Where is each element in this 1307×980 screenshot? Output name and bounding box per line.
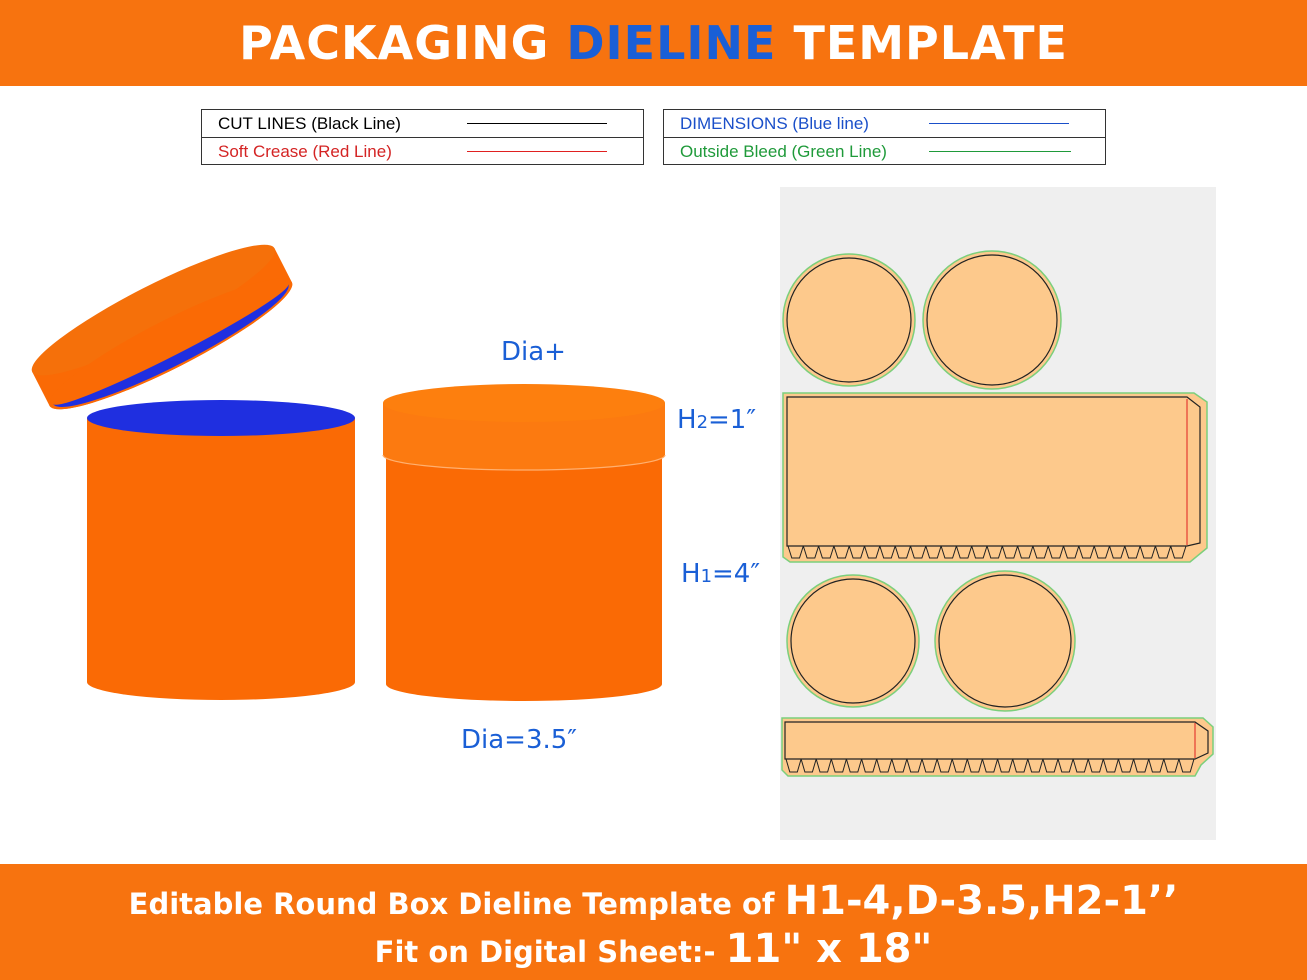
legend-soft-crease-label: Soft Crease (Red Line) (218, 142, 392, 161)
lid-rim-strip (781, 717, 1214, 777)
legend-cut-lines-label: CUT LINES (Black Line) (218, 114, 401, 133)
h2-label: H2=1″ (677, 405, 756, 435)
lid-circle-right (926, 254, 1058, 386)
body-strip-teeth (787, 545, 1187, 559)
open-box-interior (87, 400, 355, 436)
h1-main: H (681, 559, 701, 589)
base-circles (786, 570, 1076, 712)
legend-outside-bleed: Outside Bleed (Green Line) (664, 137, 1105, 164)
open-box-illustration (87, 400, 355, 700)
base-circle-left-bleed (786, 574, 920, 708)
footer-line-2: Fit on Digital Sheet:- 11" x 18" (0, 926, 1307, 972)
footer-line1-dimensions: H1-4,D-3.5,H2-1’’ (784, 878, 1179, 924)
page-title: PACKAGING DIELINE TEMPLATE (239, 16, 1068, 70)
footer-line1-text: Editable Round Box Dieline Template of (128, 887, 785, 921)
title-part1: PACKAGING (239, 16, 567, 70)
h1-sub: 1 (700, 566, 713, 587)
lid-rim-strip-bleed (781, 717, 1214, 777)
legend-cut-lines: CUT LINES (Black Line) (202, 110, 643, 137)
crease-line-sample (467, 151, 607, 152)
h1-label: H1=4″ (681, 559, 760, 589)
title-highlight: DIELINE (566, 16, 777, 70)
lid-rim-strip-cut (784, 721, 1209, 760)
base-circle-right-bleed (934, 570, 1076, 712)
base-circle-right (938, 574, 1072, 708)
footer-line2-sheet-size: 11" x 18" (725, 926, 933, 972)
closed-box-lid-top (383, 384, 665, 422)
body-strip-bleed (782, 392, 1208, 563)
h2-sub: 2 (696, 412, 709, 433)
header-banner: PACKAGING DIELINE TEMPLATE (0, 0, 1307, 86)
cut-line-sample (467, 123, 607, 124)
legend-left: CUT LINES (Black Line) Soft Crease (Red … (201, 109, 644, 165)
lid-circle-left-bleed (782, 253, 916, 387)
dia-label: Dia=3.5″ (461, 725, 578, 755)
lid-circle-right-bleed (922, 250, 1062, 390)
lid-edge-line (382, 454, 666, 471)
dieline-panel (780, 187, 1216, 840)
open-box-body (87, 418, 355, 700)
body-strip-cut (786, 396, 1201, 547)
h2-value: =1″ (708, 405, 757, 435)
footer-banner: Editable Round Box Dieline Template of H… (0, 864, 1307, 980)
footer-line-1: Editable Round Box Dieline Template of H… (0, 878, 1307, 924)
dieline-drawing (781, 250, 1214, 777)
box-illustrations (31, 244, 666, 701)
lid-circle-left (786, 257, 912, 383)
base-circle-left (790, 578, 916, 704)
lid-bottom-edge (48, 278, 293, 410)
footer-line2-text: Fit on Digital Sheet:- (374, 935, 726, 969)
bleed-line-sample (929, 151, 1071, 152)
lid-top (31, 244, 276, 376)
h1-value: =4″ (712, 559, 761, 589)
closed-box-lid-rim (383, 403, 665, 470)
h2-main: H (677, 405, 697, 435)
closed-box-body (386, 455, 662, 701)
dia-plus-label: Dia+ (501, 337, 566, 367)
body-strip (782, 392, 1208, 563)
dimension-line-sample (929, 123, 1069, 124)
lid-circles (782, 250, 1062, 390)
legend-dimensions-label: DIMENSIONS (Blue line) (680, 114, 869, 133)
closed-box-illustration (382, 384, 666, 701)
lid-rim-strip-teeth (785, 758, 1195, 773)
legend-soft-crease: Soft Crease (Red Line) (202, 137, 643, 164)
tilted-lid (31, 244, 293, 410)
legend-outside-bleed-label: Outside Bleed (Green Line) (680, 142, 887, 161)
legend-right: DIMENSIONS (Blue line) Outside Bleed (Gr… (663, 109, 1106, 165)
title-part2: TEMPLATE (776, 16, 1068, 70)
legend-dimensions: DIMENSIONS (Blue line) (664, 110, 1105, 137)
